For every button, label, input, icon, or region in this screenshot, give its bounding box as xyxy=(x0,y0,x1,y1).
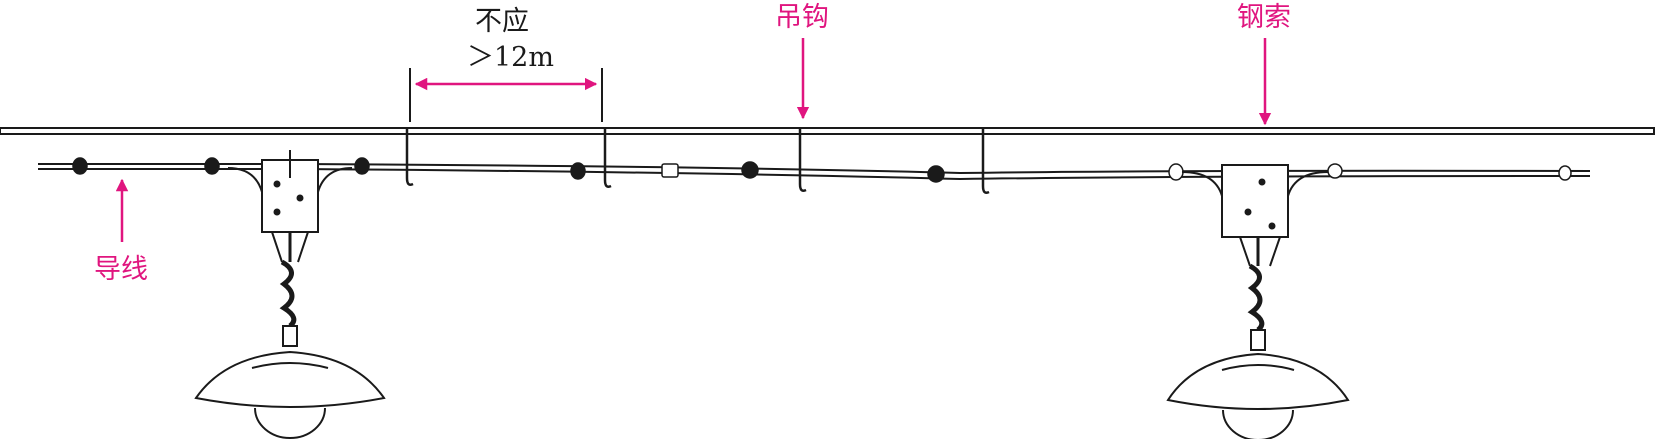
hook-2 xyxy=(603,127,612,188)
pendant-chain-left xyxy=(279,259,297,328)
hook-4 xyxy=(981,127,990,194)
junction-box-right xyxy=(1221,164,1289,238)
pendant-chain-right xyxy=(1247,263,1265,332)
wire-connectors xyxy=(72,157,1572,183)
spacing-label-line2: ＞12m xyxy=(467,42,554,73)
hook-label: 吊钩 xyxy=(775,2,829,33)
lamp-right xyxy=(1166,164,1350,439)
hooks xyxy=(405,127,990,194)
cable-label: 钢索 xyxy=(1237,2,1291,33)
lamp-shade-right xyxy=(1166,352,1350,410)
wire-label: 导线 xyxy=(94,254,148,285)
steel-cable xyxy=(0,127,1655,135)
hook-1 xyxy=(405,127,414,186)
lamp-left xyxy=(194,150,386,439)
lamp-shade-left xyxy=(194,350,386,408)
spacing-dimension xyxy=(409,68,603,122)
hook-3 xyxy=(798,127,807,192)
spacing-label-line1: 不应 xyxy=(475,6,529,37)
